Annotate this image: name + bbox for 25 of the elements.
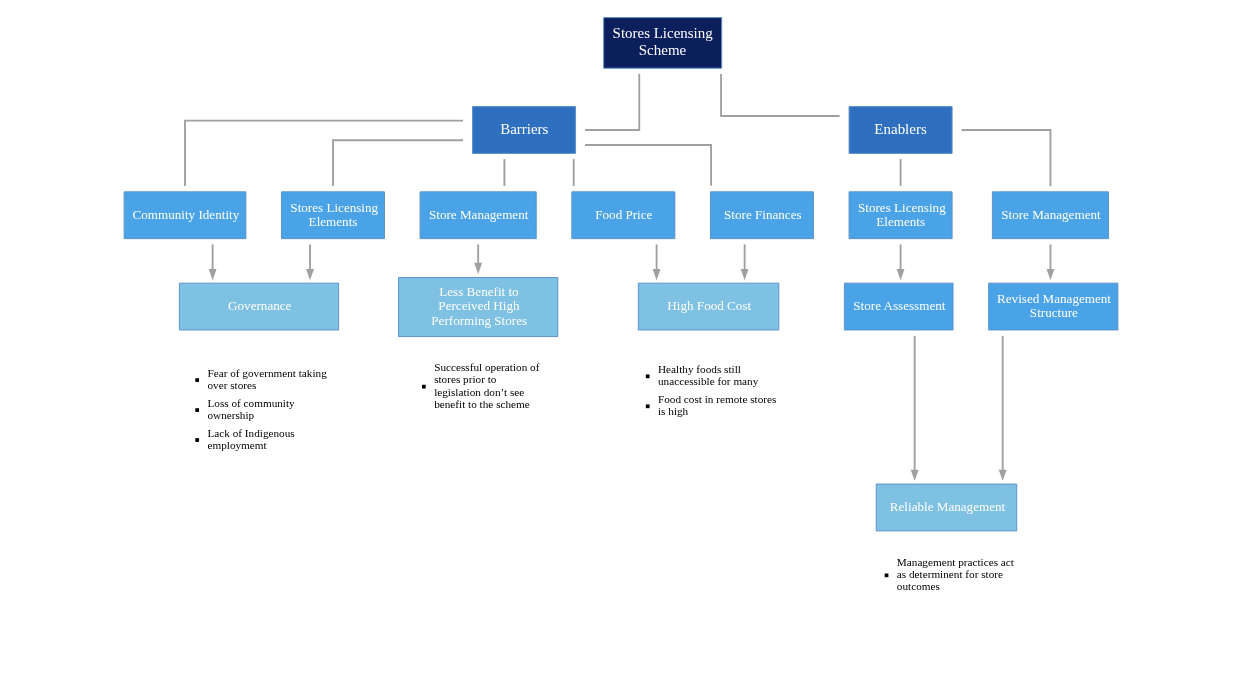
connector	[503, 158, 506, 187]
node-label: Successful operation of stores prior to legislation don’t see benefit to the scheme	[434, 361, 540, 410]
arrow	[998, 334, 1007, 482]
connector	[720, 72, 841, 117]
connector	[332, 139, 464, 187]
arrow	[306, 243, 314, 281]
node-label: Management practices act as determinent for store outcomes	[896, 556, 1014, 593]
node-label: Fear of government taking over stores	[207, 366, 327, 392]
node-label: Healthy foods still unaccessible for many	[658, 363, 759, 388]
connector	[899, 158, 902, 187]
node-label: Food cost in remote stores is high	[658, 393, 777, 418]
arrow	[740, 243, 749, 281]
arrow	[652, 243, 661, 281]
connector	[572, 158, 575, 187]
arrow	[896, 243, 905, 281]
arrow	[910, 334, 919, 482]
node-label: Loss of community ownership	[207, 396, 295, 422]
connector	[584, 144, 712, 187]
arrow	[1046, 243, 1055, 281]
connector	[184, 119, 464, 187]
arrow	[208, 243, 217, 281]
connector	[960, 129, 1052, 188]
arrow	[474, 243, 483, 275]
connector	[584, 72, 641, 131]
node-label: Lack of Indigenous employmemt	[207, 426, 295, 452]
